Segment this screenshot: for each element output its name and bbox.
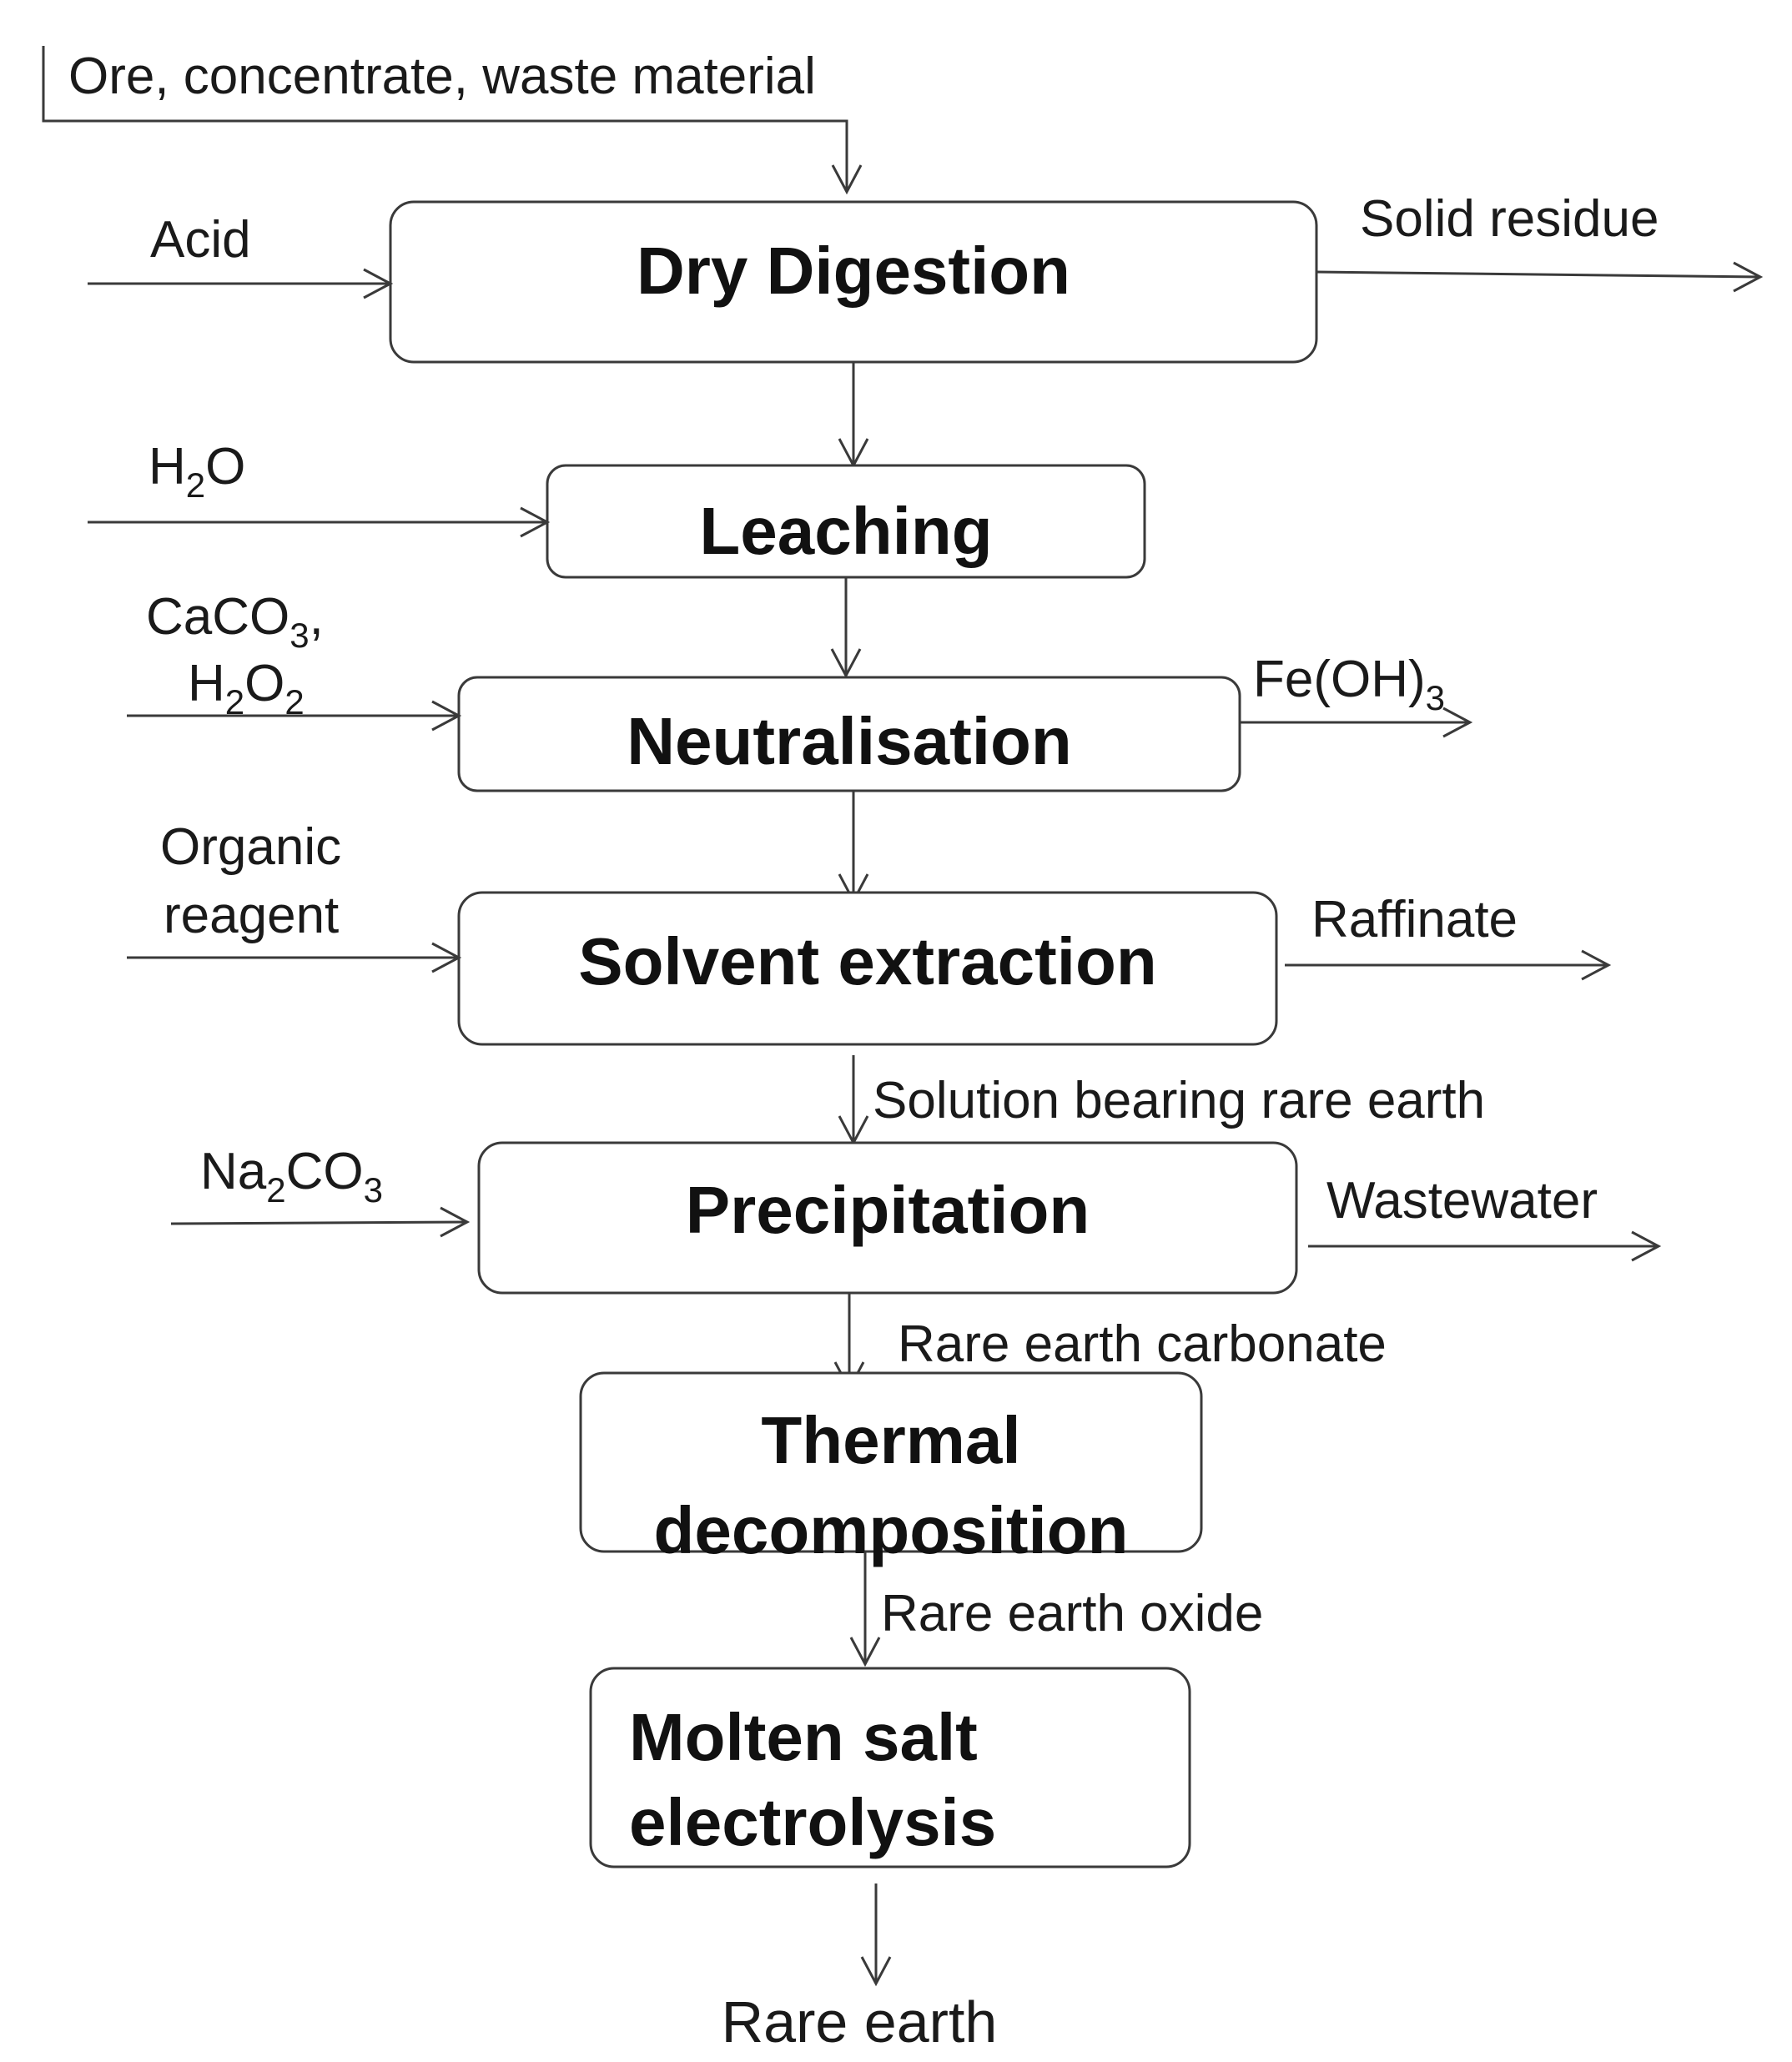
neutralisation-to-solvent-arrow <box>838 791 869 904</box>
raffinate-arrow <box>1285 949 1612 981</box>
wastewater-label: Wastewater <box>1326 1172 1598 1230</box>
digestion-to-leaching-arrow <box>838 362 869 469</box>
feed-arrow <box>42 46 863 195</box>
na2co3-arrow <box>170 1206 471 1238</box>
thermal-to-molten-arrow <box>849 1552 881 1667</box>
feoh3-label: Fe(OH)3 <box>1253 651 1445 717</box>
leaching-to-neutralisation-arrow <box>830 577 862 679</box>
neutralisation-box <box>457 676 1241 792</box>
molten-salt-electrolysis-box <box>589 1667 1191 1868</box>
wastewater-arrow <box>1308 1230 1662 1262</box>
solvent-to-precipitation-arrow <box>838 1055 869 1146</box>
molten-label-line2: electrolysis <box>629 1785 996 1859</box>
molten-label-line1: Molten salt <box>629 1700 978 1774</box>
raffinate-label: Raffinate <box>1311 891 1518 948</box>
leaching-label: Leaching <box>699 494 992 568</box>
solvent-extraction-label: Solvent extraction <box>578 924 1157 998</box>
solvent-extraction-box <box>457 891 1278 1046</box>
oxide-label: Rare earth oxide <box>881 1585 1263 1642</box>
rare-earth-product-label: Rare earth <box>722 1989 998 2054</box>
thermal-label-line1: Thermal <box>761 1403 1020 1477</box>
solution-label: Solution bearing rare earth <box>873 1072 1485 1129</box>
electrolysis-to-product-arrow <box>860 1883 892 1987</box>
reagent-label: reagent <box>164 887 339 944</box>
dry-digestion-label: Dry Digestion <box>637 234 1070 308</box>
neutralisation-label: Neutralisation <box>627 704 1071 778</box>
carbonate-label: Rare earth carbonate <box>898 1315 1387 1373</box>
caco3-label: CaCO3, <box>146 588 324 655</box>
solid-residue-label: Solid residue <box>1360 190 1659 248</box>
acid-label: Acid <box>150 211 251 269</box>
precipitation-box <box>477 1141 1298 1295</box>
organic-label: Organic <box>160 818 341 876</box>
precipitation-label: Precipitation <box>686 1173 1090 1247</box>
caco3-h2o2-arrow <box>127 700 462 732</box>
feed-label: Ore, concentrate, waste material <box>68 48 816 105</box>
organic-reagent-arrow <box>127 942 462 973</box>
water-label: H2O <box>148 438 245 505</box>
acid-arrow <box>88 268 394 299</box>
na2co3-label: Na2CO3 <box>200 1143 383 1210</box>
water-arrow <box>88 506 551 538</box>
thermal-label-line2: decomposition <box>654 1493 1129 1567</box>
h2o2-label: H2O2 <box>188 655 305 722</box>
thermal-decomposition-box <box>579 1371 1203 1553</box>
feoh3-arrow <box>1240 707 1473 738</box>
solid-residue-arrow <box>1316 261 1764 293</box>
